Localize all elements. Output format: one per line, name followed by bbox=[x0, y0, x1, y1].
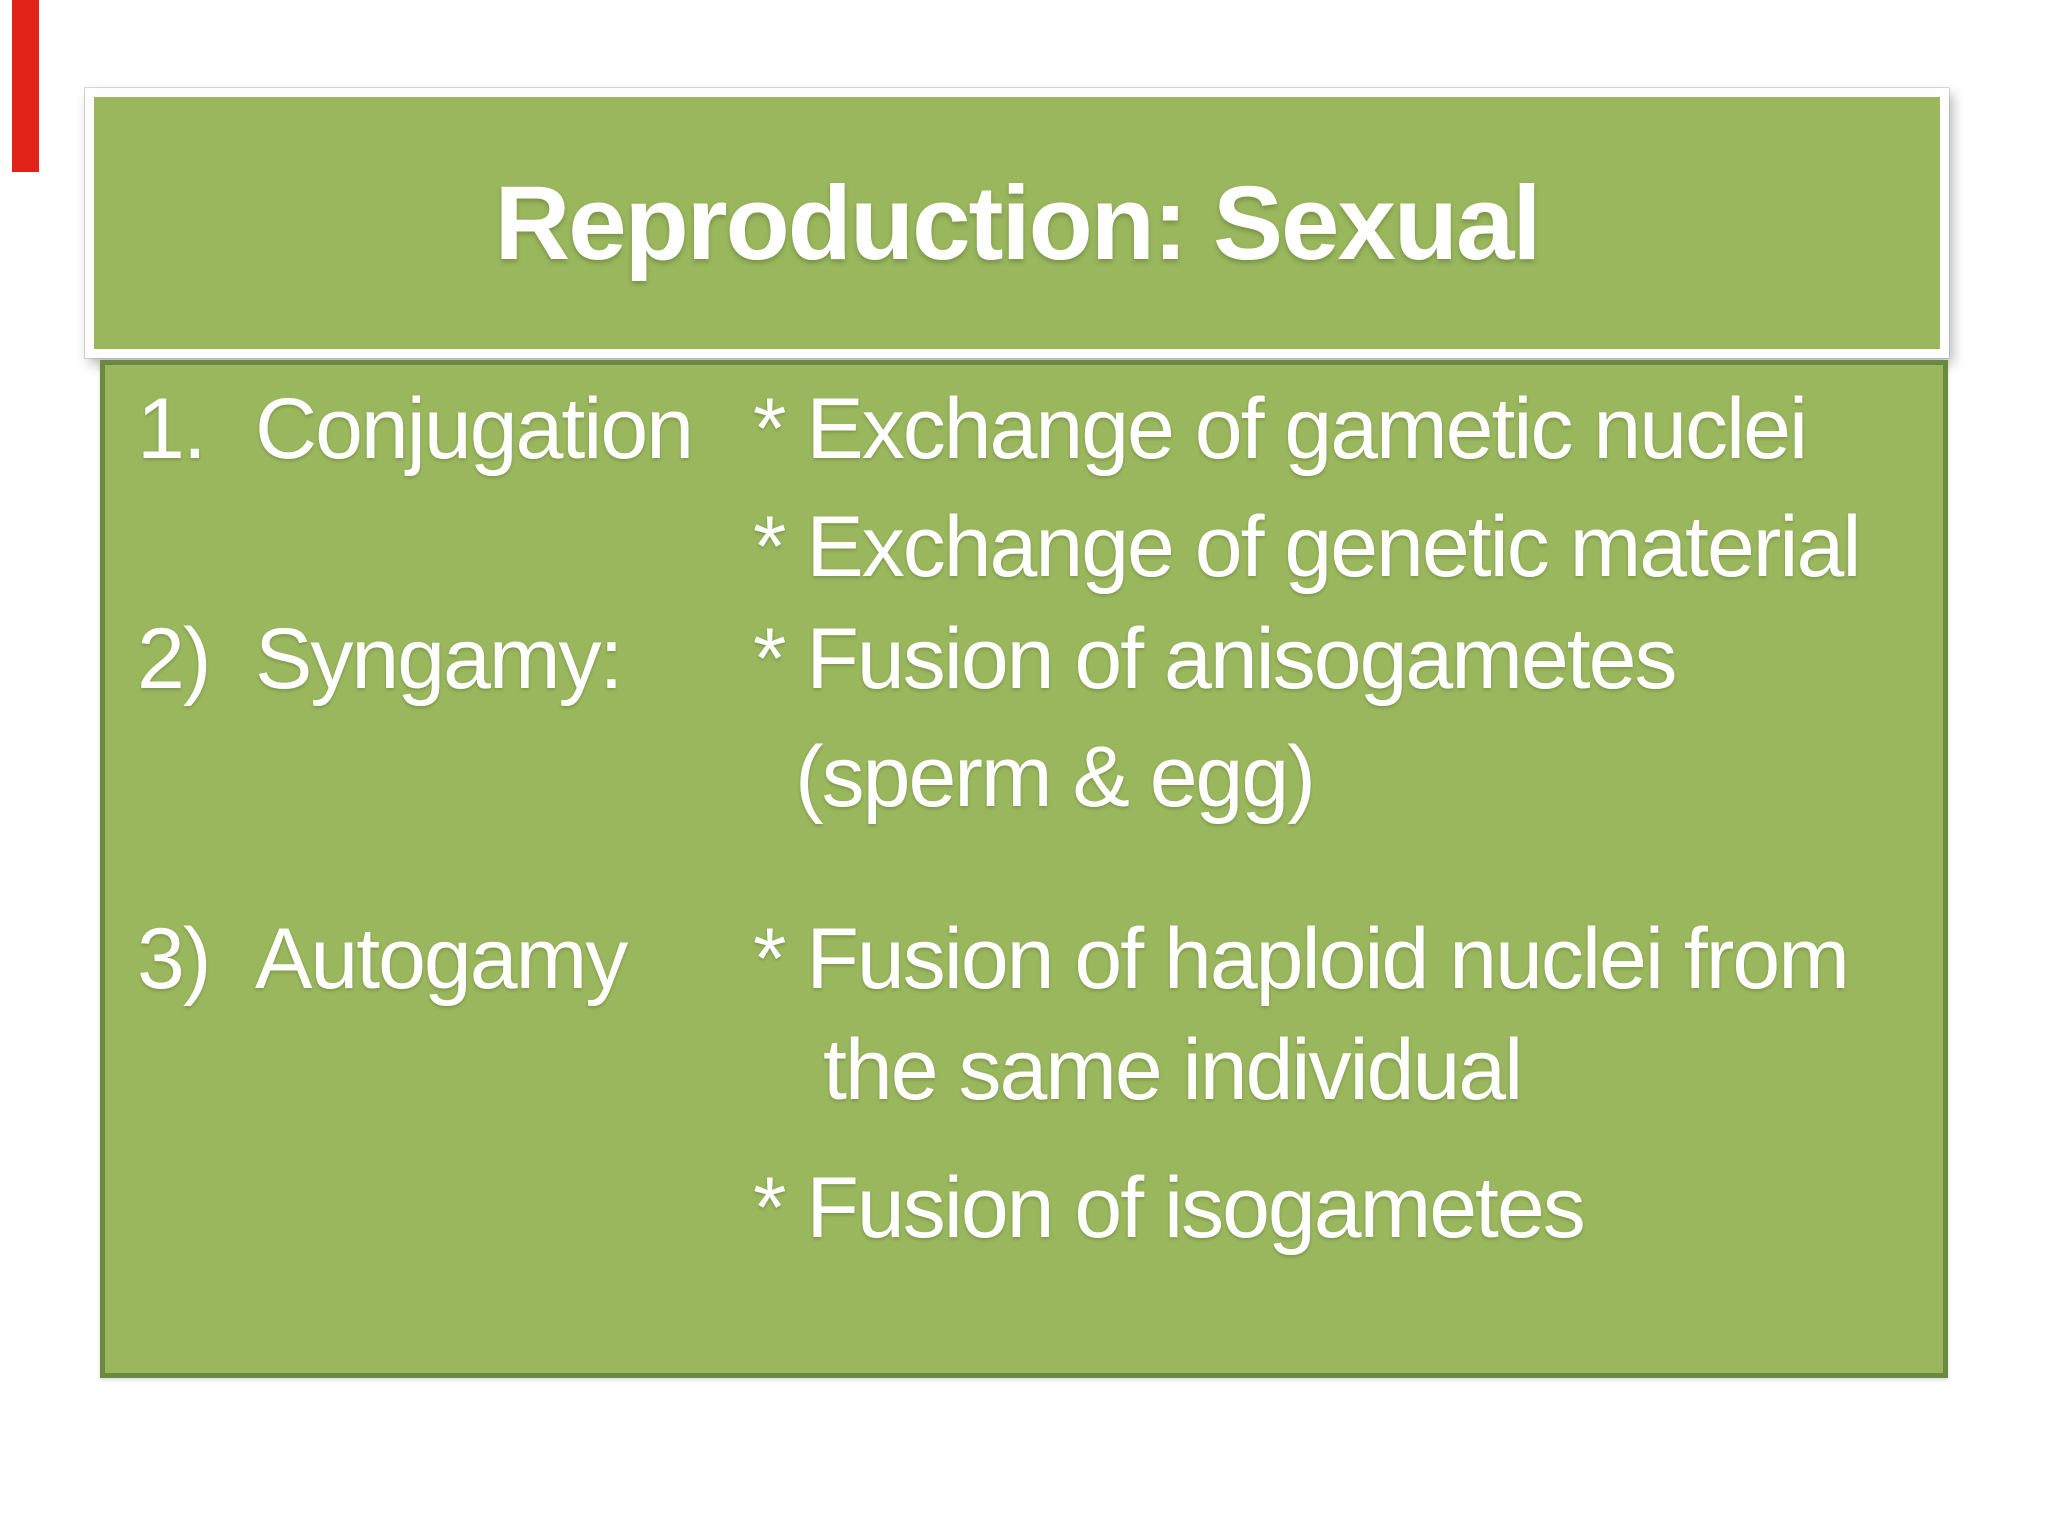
list-description: * Exchange of genetic material bbox=[753, 499, 1861, 595]
slide-title: Reproduction: Sexual bbox=[494, 164, 1541, 282]
list-label: Syngamy: bbox=[255, 611, 623, 707]
list-line-4: (sperm & egg) bbox=[105, 730, 1943, 850]
list-description: (sperm & egg) bbox=[795, 729, 1316, 825]
list-description: * Fusion of anisogametes bbox=[753, 611, 1677, 707]
list-description: * Fusion of haploid nuclei from bbox=[753, 911, 1850, 1007]
list-label: Autogamy bbox=[255, 911, 628, 1007]
list-line-2: * Exchange of genetic material bbox=[105, 500, 1943, 620]
list-line-5: 3) Autogamy * Fusion of haploid nuclei f… bbox=[105, 912, 1943, 1032]
list-number: 2) bbox=[137, 611, 211, 707]
list-line-6: the same individual bbox=[105, 1023, 1943, 1143]
title-box: Reproduction: Sexual bbox=[85, 88, 1949, 358]
list-label: Conjugation bbox=[255, 381, 694, 477]
list-description: * Exchange of gametic nuclei bbox=[753, 381, 1808, 477]
content-box: 1. Conjugation * Exchange of gametic nuc… bbox=[100, 360, 1948, 1378]
list-number: 3) bbox=[137, 911, 211, 1007]
list-line-7: * Fusion of isogametes bbox=[105, 1161, 1943, 1281]
red-accent-bar bbox=[12, 0, 39, 172]
list-line-3: 2) Syngamy: * Fusion of anisogametes bbox=[105, 612, 1943, 732]
list-description: * Fusion of isogametes bbox=[753, 1160, 1586, 1256]
list-description: the same individual bbox=[823, 1022, 1523, 1118]
list-line-1: 1. Conjugation * Exchange of gametic nuc… bbox=[105, 382, 1943, 502]
list-number: 1. bbox=[137, 381, 207, 477]
